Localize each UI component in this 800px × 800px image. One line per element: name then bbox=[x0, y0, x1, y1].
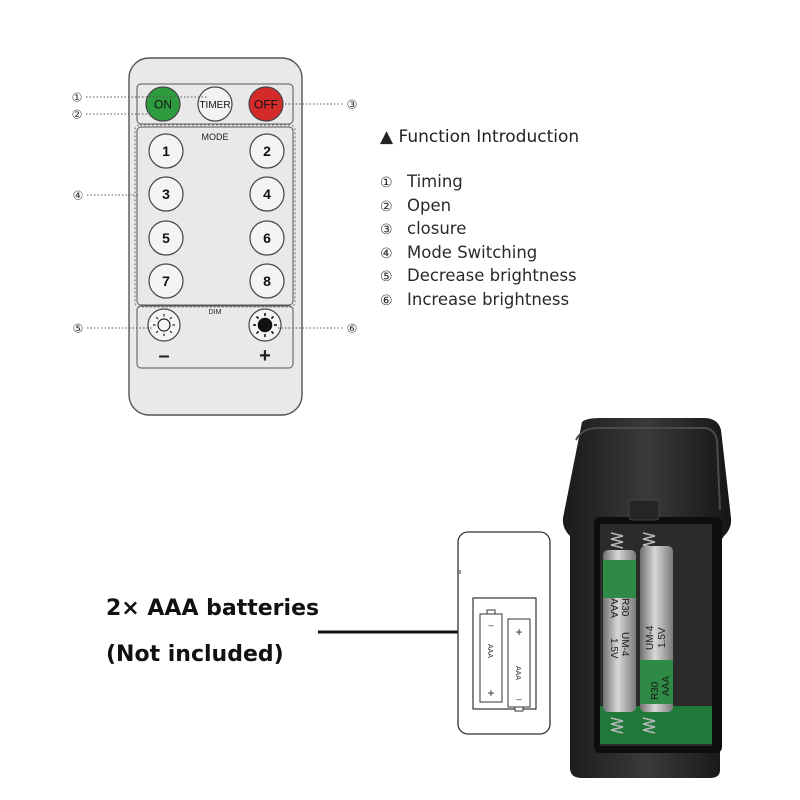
left-battery-um4: UM-4 bbox=[619, 632, 630, 657]
function-intro-title: ▲ Function Introduction bbox=[380, 127, 580, 147]
remote-back-photo: R30 AAA UM-4 1.5V UM-4 1.5V R30 AAA bbox=[562, 418, 732, 778]
remote-diagram: ON TIMER OFF MODE 1 2 3 4 5 6 7 8 DIM – bbox=[72, 57, 358, 416]
left-battery-minus: – bbox=[488, 620, 493, 630]
sun-filled-icon bbox=[253, 313, 277, 337]
callout-5: ⑤ bbox=[73, 322, 84, 336]
mode-button-6[interactable]: 6 bbox=[249, 220, 285, 256]
right-battery-r30: R30 bbox=[650, 681, 661, 700]
function-item-label: Open bbox=[407, 195, 452, 215]
function-item: ④ Mode Switching bbox=[380, 241, 577, 265]
mode-label: MODE bbox=[202, 132, 229, 142]
function-item: ⑥ Increase brightness bbox=[380, 288, 577, 312]
right-battery-voltage: 1.5V bbox=[657, 627, 668, 648]
callout-6: ⑥ bbox=[347, 322, 358, 336]
timer-button[interactable]: TIMER bbox=[197, 86, 233, 122]
mode-button-8[interactable]: 8 bbox=[249, 263, 285, 299]
function-item-number: ② bbox=[380, 198, 393, 215]
function-item-number: ④ bbox=[380, 245, 393, 262]
plus-label: + bbox=[259, 345, 271, 367]
mode-button-label: 8 bbox=[263, 273, 271, 289]
left-battery-r30: R30 bbox=[619, 598, 630, 617]
dim-panel bbox=[136, 305, 294, 369]
on-button-label: ON bbox=[154, 98, 172, 112]
function-item-number: ⑤ bbox=[380, 269, 393, 286]
mode-button-label: 4 bbox=[263, 186, 271, 202]
function-item-number: ③ bbox=[380, 222, 393, 239]
callout-4: ④ bbox=[73, 189, 84, 203]
function-item-label: Decrease brightness bbox=[407, 266, 577, 286]
mode-button-3[interactable]: 3 bbox=[148, 176, 184, 212]
callout-2: ② bbox=[72, 108, 83, 122]
battery-illustration: – AAA + + AAA – R30 AAA UM-4 1.5V UM-4 1… bbox=[318, 418, 732, 778]
function-item-label: Timing bbox=[407, 172, 463, 191]
left-battery-plus: + bbox=[487, 686, 494, 700]
right-battery-um4: UM-4 bbox=[645, 625, 656, 650]
function-item-number: ① bbox=[380, 175, 393, 191]
mode-panel-dotted-outline bbox=[134, 124, 296, 308]
mode-button-label: 5 bbox=[162, 230, 170, 246]
right-battery-minus: – bbox=[516, 694, 521, 704]
mode-button-grid: 1 2 3 4 5 6 7 8 bbox=[148, 133, 285, 299]
left-battery-aaa-label: AAA bbox=[486, 644, 493, 658]
sun-outline-icon bbox=[153, 314, 175, 336]
function-item-label: closure bbox=[407, 219, 467, 239]
mode-button-7[interactable]: 7 bbox=[148, 263, 184, 299]
function-intro-list: ① Timing ② Open ③ closure ④ Mode Switching ⑤… bbox=[380, 170, 577, 312]
compartment-drawing bbox=[457, 531, 551, 735]
left-battery-voltage: 1.5V bbox=[608, 638, 619, 659]
callout-lines bbox=[86, 96, 343, 329]
battery-note-line1: 2× AAA batteries bbox=[106, 596, 320, 621]
off-button[interactable]: OFF bbox=[248, 86, 284, 122]
callout-3: ③ bbox=[347, 98, 358, 112]
mode-button-label: 1 bbox=[162, 143, 170, 159]
function-item: ② Open bbox=[380, 194, 577, 218]
right-battery-plus: + bbox=[515, 625, 522, 639]
mode-button-label: 7 bbox=[162, 273, 170, 289]
timer-button-label: TIMER bbox=[199, 100, 230, 111]
dim-label: DIM bbox=[209, 309, 222, 316]
mode-panel bbox=[136, 126, 294, 306]
battery-note-line2: (Not included) bbox=[106, 642, 284, 667]
mode-button-label: 6 bbox=[263, 230, 271, 246]
function-item: ① Timing bbox=[380, 170, 577, 194]
mode-button-4[interactable]: 4 bbox=[249, 176, 285, 212]
right-battery-aaa-print: AAA bbox=[661, 676, 672, 696]
function-item: ③ closure bbox=[380, 217, 577, 241]
mode-button-2[interactable]: 2 bbox=[249, 133, 285, 169]
mode-button-5[interactable]: 5 bbox=[148, 220, 184, 256]
on-button[interactable]: ON bbox=[145, 86, 181, 122]
mode-button-label: 2 bbox=[263, 143, 271, 159]
function-item-number: ⑥ bbox=[380, 292, 393, 309]
callout-1: ① bbox=[72, 91, 83, 105]
minus-label: – bbox=[158, 345, 169, 367]
mode-button-label: 3 bbox=[162, 186, 170, 202]
function-item-label: Increase brightness bbox=[407, 289, 570, 309]
mode-button-1[interactable]: 1 bbox=[148, 133, 184, 169]
increase-brightness-button[interactable] bbox=[248, 308, 282, 342]
right-battery-aaa-label: AAA bbox=[514, 666, 521, 680]
function-item-label: Mode Switching bbox=[407, 242, 538, 262]
function-item: ⑤ Decrease brightness bbox=[380, 264, 577, 288]
decrease-brightness-button[interactable] bbox=[147, 308, 181, 342]
left-battery-aaa-print: AAA bbox=[608, 598, 619, 618]
off-button-label: OFF bbox=[254, 98, 278, 112]
battery-springs bbox=[610, 532, 656, 734]
